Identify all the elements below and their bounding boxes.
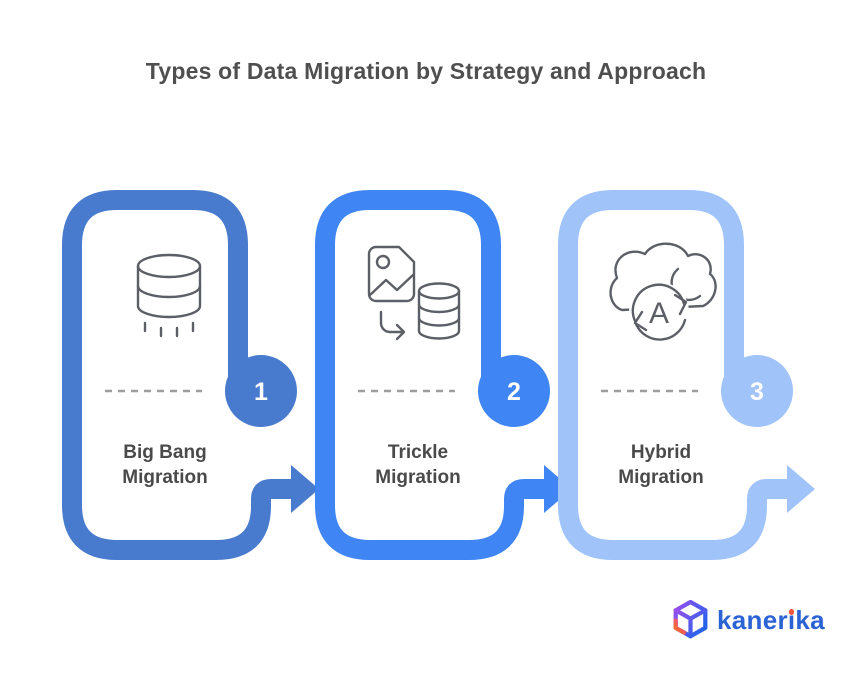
card-border: [315, 190, 544, 560]
logo-i-dot: [788, 609, 795, 615]
card-label-line1: Trickle: [387, 442, 449, 463]
card-label: Trickle Migration: [325, 440, 511, 490]
card-label: Big Bang Migration: [72, 440, 258, 490]
cloud-sync-mask: [629, 282, 689, 342]
step-number: 2: [507, 378, 521, 406]
kanerika-logo-cube-icon: [673, 599, 708, 638]
card-border: [62, 190, 291, 560]
card-big-bang-migration: 1 Big Bang Migration: [62, 190, 372, 565]
card-icon: [106, 234, 230, 358]
logo-text-post: ka: [795, 605, 825, 635]
card-border: [558, 190, 787, 560]
card-label-line2: Migration: [122, 467, 208, 488]
card-outline: 3: [558, 190, 815, 560]
step-number: 1: [254, 378, 268, 406]
card-icon: A: [602, 234, 726, 358]
card-label-line1: Big Bang: [123, 442, 207, 463]
card-label-line2: Migration: [375, 467, 461, 488]
cloud-sync-letter: A: [649, 297, 669, 330]
step-number: 3: [750, 378, 764, 406]
step-number-badge: [478, 355, 550, 427]
step-number-badge: [721, 355, 793, 427]
logo-text-pre: kaner: [717, 605, 788, 635]
image-to-database-icon: [367, 245, 461, 341]
flow-arrow: [291, 465, 319, 513]
kanerika-logo: kaner ı ka: [672, 597, 825, 643]
infographic-title: Types of Data Migration by Strategy and …: [145, 58, 707, 84]
database-icon: [136, 253, 202, 338]
cloud-sync-icon: A: [609, 242, 717, 342]
card-outline: 1: [62, 190, 319, 560]
step-number-badge: [225, 355, 297, 427]
logo-letter-i: ı: [787, 605, 796, 635]
card-label-line1: Hybrid: [630, 442, 692, 463]
flow-arrow: [787, 465, 815, 513]
card-hybrid-migration: 3 A Hybrid Migration: [558, 190, 852, 565]
card-label-line2: Migration: [618, 467, 704, 488]
card-icon: [359, 234, 483, 358]
kanerika-logo-text: kaner ı ka: [717, 597, 825, 643]
card-label: Hybrid Migration: [568, 440, 754, 490]
